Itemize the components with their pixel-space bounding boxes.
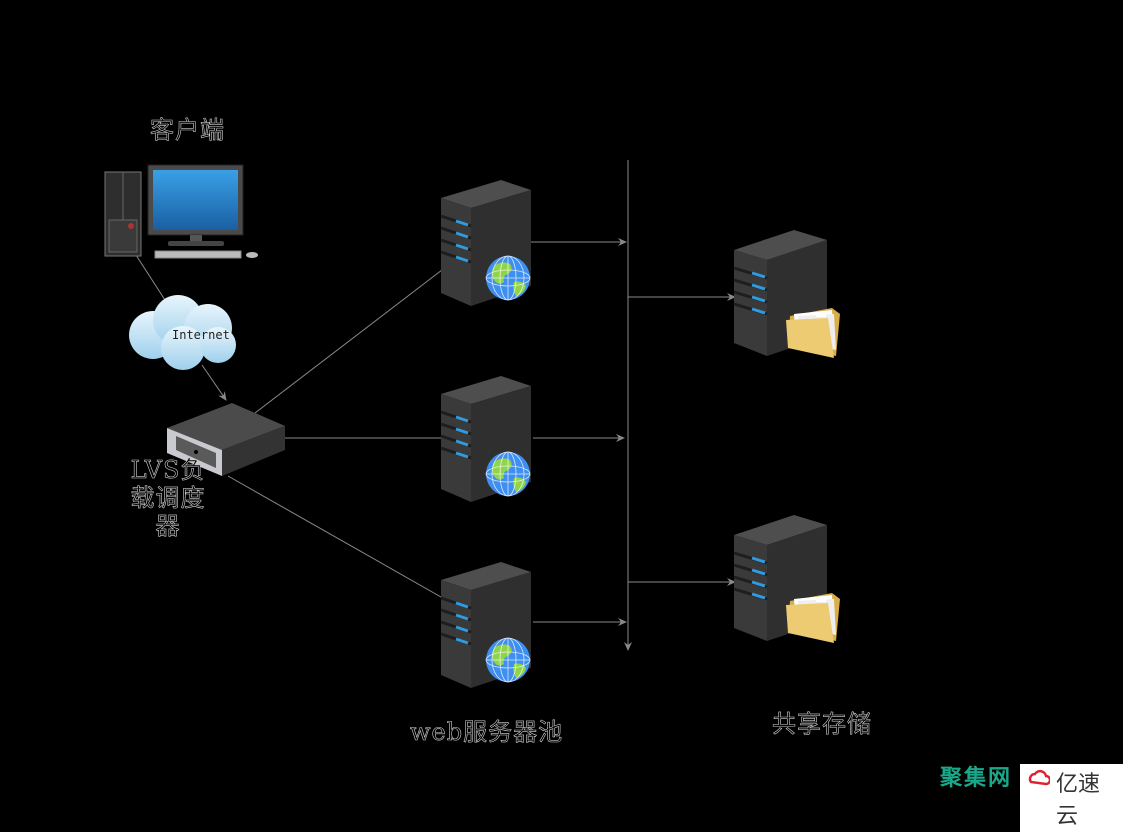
lvs-label-line1: LVS负: [130, 456, 206, 485]
storage-server-1[interactable]: [732, 228, 847, 367]
web-server-2[interactable]: [436, 374, 536, 508]
web-pool-label: web服务器池: [410, 718, 564, 747]
edge-lvs-web1: [254, 259, 456, 414]
storage-server-2[interactable]: [732, 513, 847, 652]
web-server-globe-icon: [436, 376, 536, 508]
file-server-folder-icon: [732, 515, 847, 652]
lvs-label-line2: 载调度: [130, 484, 206, 513]
client-label: 客户端: [150, 116, 225, 145]
web-server-1[interactable]: [436, 178, 536, 312]
lvs-label-line3: 器: [155, 512, 181, 541]
shared-storage-label: 共享存储: [772, 710, 872, 739]
cloud-logo-icon: [1028, 768, 1052, 788]
web-server-globe-icon: [436, 562, 536, 694]
cloud-icon[interactable]: [123, 290, 243, 372]
desktop-computer-icon[interactable]: [100, 160, 270, 265]
watermark-right: 亿速云: [1020, 764, 1123, 832]
web-server-globe-icon: [436, 180, 536, 312]
watermark-right-text: 亿速云: [1056, 772, 1101, 829]
file-server-folder-icon: [732, 230, 847, 367]
internet-label: Internet: [172, 328, 230, 342]
lvs-label: LVS负 载调度 器: [128, 456, 208, 541]
watermark-left: 聚集网: [940, 766, 1013, 791]
web-server-3[interactable]: [436, 560, 536, 694]
edge-internet-lvs: [201, 364, 227, 401]
load-balancer-icon[interactable]: [162, 398, 290, 480]
